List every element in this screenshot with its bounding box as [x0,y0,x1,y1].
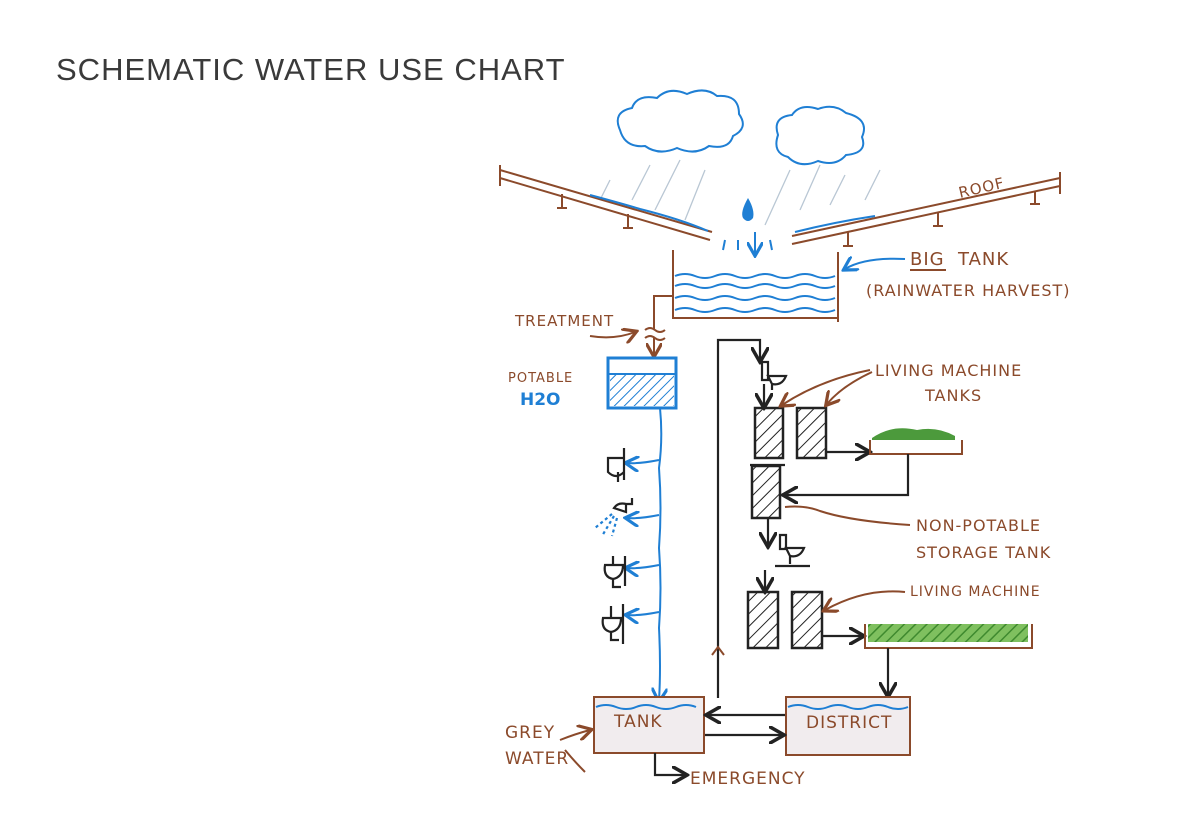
living-machine-tray [864,624,1033,649]
living-machine-tank [790,590,824,650]
district-label: DISTRICT [806,713,892,733]
big-tank [672,250,839,322]
treatment-label: TREATMENT [514,312,614,330]
roof-label: ROOF [957,174,1007,202]
sink-icon [606,448,626,482]
potable-water-tank [606,356,678,410]
rainwater-harvest-label: (RAINWATER HARVEST) [866,281,1071,300]
cloud-icon [616,89,744,153]
toilet-icon [601,604,625,644]
grey-water-label-2: WATER [505,749,569,769]
grey-water-label: GREY [505,723,555,743]
living-machine-tank [746,590,780,650]
rain-lines [599,159,881,226]
living-machine-label: LIVING MACHINE [910,584,1041,600]
water-drop-icon [742,198,754,221]
tank-label: TANK [613,712,663,732]
toilet-icon [760,360,788,390]
shower-icon [594,498,634,537]
toilet-icon [775,533,810,568]
h2o-label: H2O [520,390,561,410]
toilet-icon [603,556,627,589]
big-tank-label-big: BIG [910,249,945,270]
district-tank [785,696,911,756]
living-machine-tank [753,406,785,460]
living-machine-tank [795,406,828,460]
living-machine-tanks-label-2: TANKS [924,386,982,405]
living-machine-tray [869,428,963,455]
grey-water-tank [593,696,705,754]
non-potable-label: NON-POTABLE [916,516,1041,535]
emergency-label: EMERGENCY [690,769,806,789]
living-machine-tanks-label: LIVING MACHINE [875,361,1022,380]
non-potable-storage-tank [750,463,785,520]
page-title: SCHEMATIC WATER USE CHART [56,52,566,87]
roof-right [791,172,1061,247]
potable-label: POTABLE [508,371,573,386]
potable-pipe [659,407,661,700]
storage-tank-label: STORAGE TANK [916,543,1051,562]
cloud-icon [775,105,865,166]
big-tank-label-tank: TANK [957,249,1009,270]
grey-water-pipe [716,338,760,698]
roof-left [499,165,713,241]
